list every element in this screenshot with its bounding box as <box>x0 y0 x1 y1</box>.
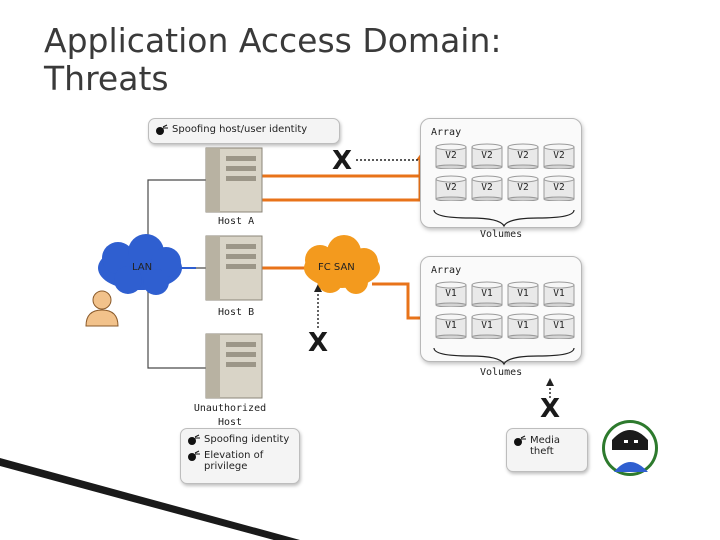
volume-disk-label: V1 <box>517 288 529 299</box>
block-marker-media: X <box>540 394 561 424</box>
slide-title: Application Access Domain: Threats <box>44 22 502 98</box>
lan-cloud <box>98 234 182 295</box>
attack-arrows <box>317 159 551 400</box>
volume-disk-label: V2 <box>445 182 457 193</box>
volume-disk: V2 <box>507 175 539 202</box>
volume-disk: V2 <box>543 143 575 170</box>
volume-disk: V2 <box>435 175 467 202</box>
array-label: Array <box>431 265 462 276</box>
volume-disk-label: V1 <box>445 288 457 299</box>
volume-disk: V1 <box>543 281 575 308</box>
volume-disk-label: V2 <box>517 182 529 193</box>
callout-text: Spoofing identity <box>204 434 290 445</box>
server-host-b <box>205 235 263 301</box>
volume-disk-label: V1 <box>553 288 565 299</box>
title-line-1: Application Access Domain: <box>44 21 502 60</box>
volume-disk: V2 <box>543 175 575 202</box>
callout-text: Spoofing host/user identity <box>172 124 308 135</box>
volume-disk: V2 <box>435 143 467 170</box>
server-host-a <box>205 147 263 213</box>
block-marker-host-a: X <box>332 146 353 176</box>
volume-disk: V1 <box>507 313 539 340</box>
user-figure <box>85 290 119 327</box>
volume-disk: V2 <box>507 143 539 170</box>
volumes-brace-top <box>433 209 575 228</box>
host-b-label: Host B <box>218 307 255 318</box>
volume-disk-label: V1 <box>481 288 493 299</box>
volume-disk-label: V1 <box>517 320 529 331</box>
lan-label: LAN <box>132 262 153 273</box>
volume-disk: V1 <box>471 313 503 340</box>
volume-disk-label: V2 <box>481 150 493 161</box>
block-marker-unauthorized: X <box>308 328 329 358</box>
array-label: Array <box>431 127 462 138</box>
volume-disk: V1 <box>543 313 575 340</box>
volume-disk: V2 <box>471 175 503 202</box>
volume-disk-label: V1 <box>445 320 457 331</box>
volume-disk: V1 <box>435 313 467 340</box>
volume-disk: V1 <box>507 281 539 308</box>
volume-disk: V1 <box>471 281 503 308</box>
title-line-2: Threats <box>44 59 169 98</box>
threat-bug-icon <box>514 435 526 446</box>
volumes-brace-bottom <box>433 347 575 366</box>
volumes-label-top: Volumes <box>480 229 523 240</box>
callout-host-a-threat: Spoofing host/user identity <box>148 118 340 144</box>
host-a-label: Host A <box>218 216 255 227</box>
volume-disk-label: V2 <box>553 182 565 193</box>
threat-bug-icon <box>188 434 200 445</box>
volumes-label-bottom: Volumes <box>480 367 523 378</box>
threat-bug-icon <box>188 450 200 461</box>
threat-bug-icon <box>156 124 168 135</box>
volume-disk-label: V2 <box>481 182 493 193</box>
volume-disk: V2 <box>471 143 503 170</box>
fc-san-label: FC SAN <box>318 262 355 273</box>
callout-unauthorized-threats: Spoofing identity Elevation of privilege <box>180 428 300 484</box>
volume-disk-label: V2 <box>553 150 565 161</box>
volume-disk: V1 <box>435 281 467 308</box>
callout-media-theft: Media theft <box>506 428 588 472</box>
unauthorized-host-label: Unauthorized Host <box>193 403 267 428</box>
callout-text: Elevation of privilege <box>204 450 264 472</box>
volume-disk-label: V2 <box>445 150 457 161</box>
fc-san-cloud <box>304 235 380 294</box>
thief-figure <box>602 420 658 476</box>
callout-text: Media theft <box>530 435 561 457</box>
volume-disk-label: V2 <box>517 150 529 161</box>
server-unauthorized <box>205 333 263 399</box>
volume-disk-label: V1 <box>553 320 565 331</box>
volume-disk-label: V1 <box>481 320 493 331</box>
